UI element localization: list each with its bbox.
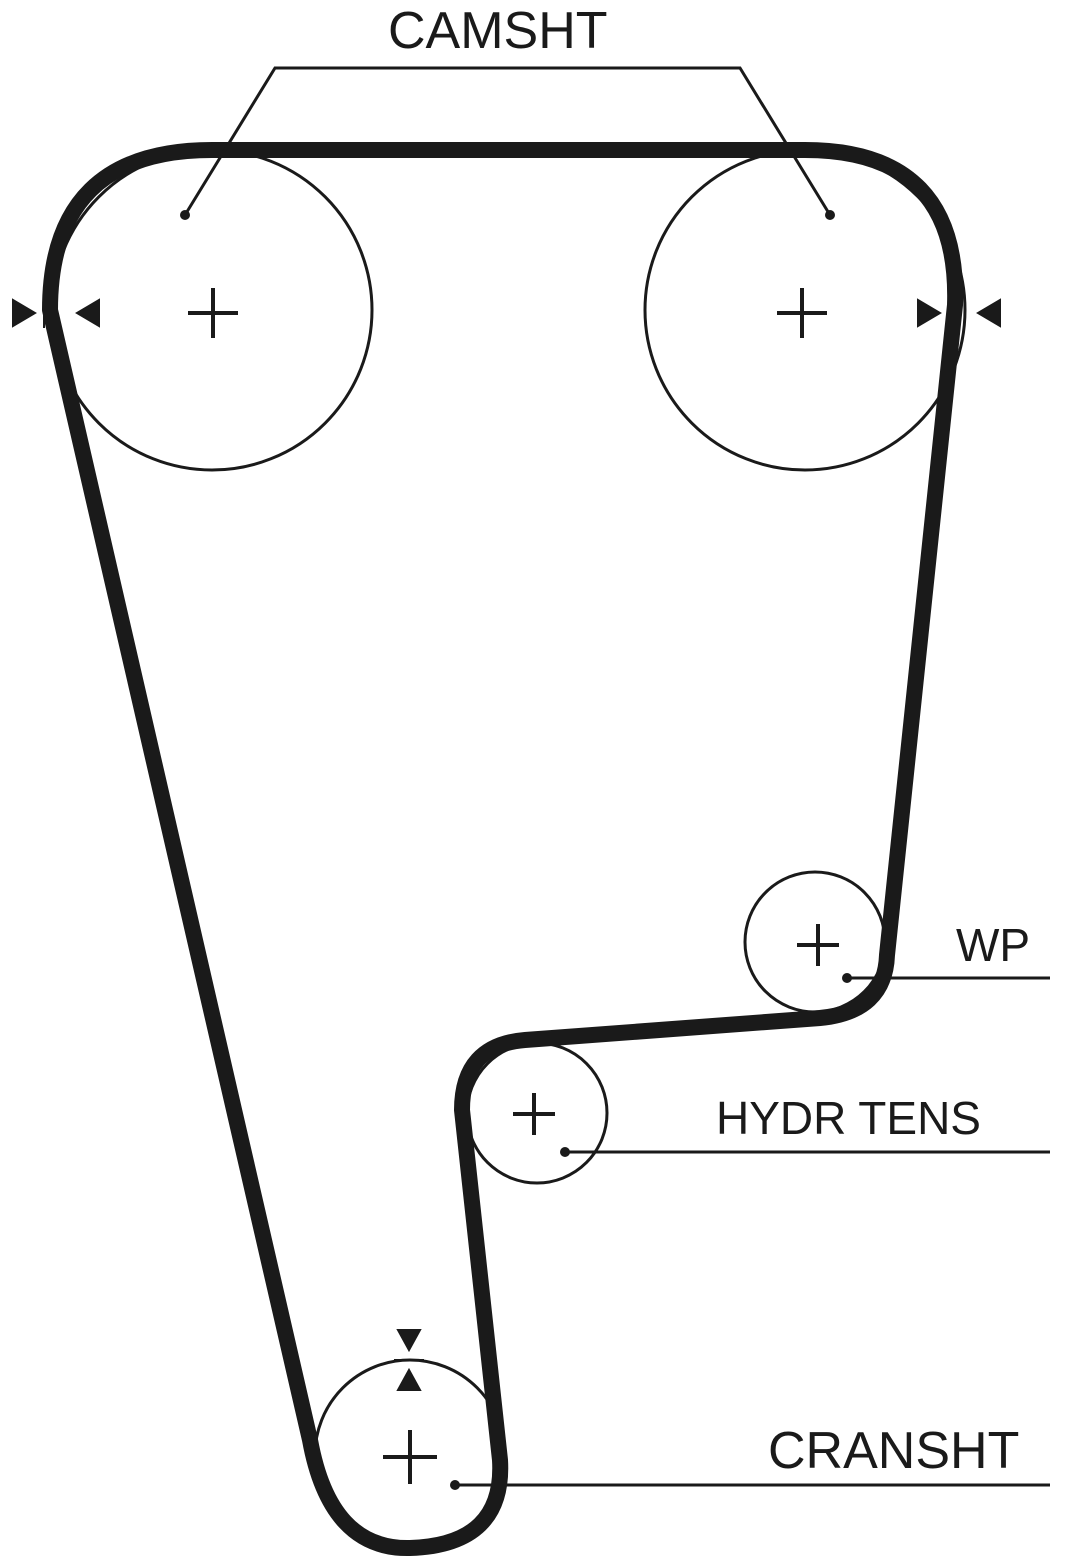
tensioner-leader-dot: [560, 1147, 570, 1157]
camshaft-left-leader-dot: [180, 210, 190, 220]
camshaft-left-center-mark: [188, 288, 238, 338]
crankshaft-leader-dot: [450, 1480, 460, 1490]
camshaft-right-leader-dot: [825, 210, 835, 220]
crank-timing-arrow-bottom: [396, 1367, 422, 1391]
camshaft-leader-lines: [183, 66, 832, 216]
camshaft-label: CAMSHT: [388, 2, 608, 60]
tensioner-center-mark: [513, 1093, 555, 1135]
crankshaft-label: CRANSHT: [768, 1422, 1020, 1480]
water-pump-center-mark: [797, 924, 839, 966]
left-timing-arrow-outer: [12, 298, 37, 328]
timing-belt: [42, 142, 964, 1557]
crankshaft-center-mark: [383, 1430, 437, 1484]
camshaft-right-center-mark: [777, 288, 827, 338]
hydraulic-tensioner-label: HYDR TENS: [716, 1092, 981, 1144]
right-timing-mark: [917, 298, 1001, 328]
water-pump-leader-dot: [842, 973, 852, 983]
right-timing-arrow-outer: [976, 298, 1001, 328]
left-timing-mark: [12, 298, 100, 328]
water-pump-label: WP: [956, 919, 1031, 971]
left-timing-arrow-inner: [75, 298, 100, 328]
crank-timing-arrow-top: [396, 1329, 422, 1353]
crankshaft-timing-mark: [394, 1329, 424, 1391]
right-timing-arrow-inner: [917, 298, 942, 328]
water-pump-pulley: [743, 870, 887, 1014]
